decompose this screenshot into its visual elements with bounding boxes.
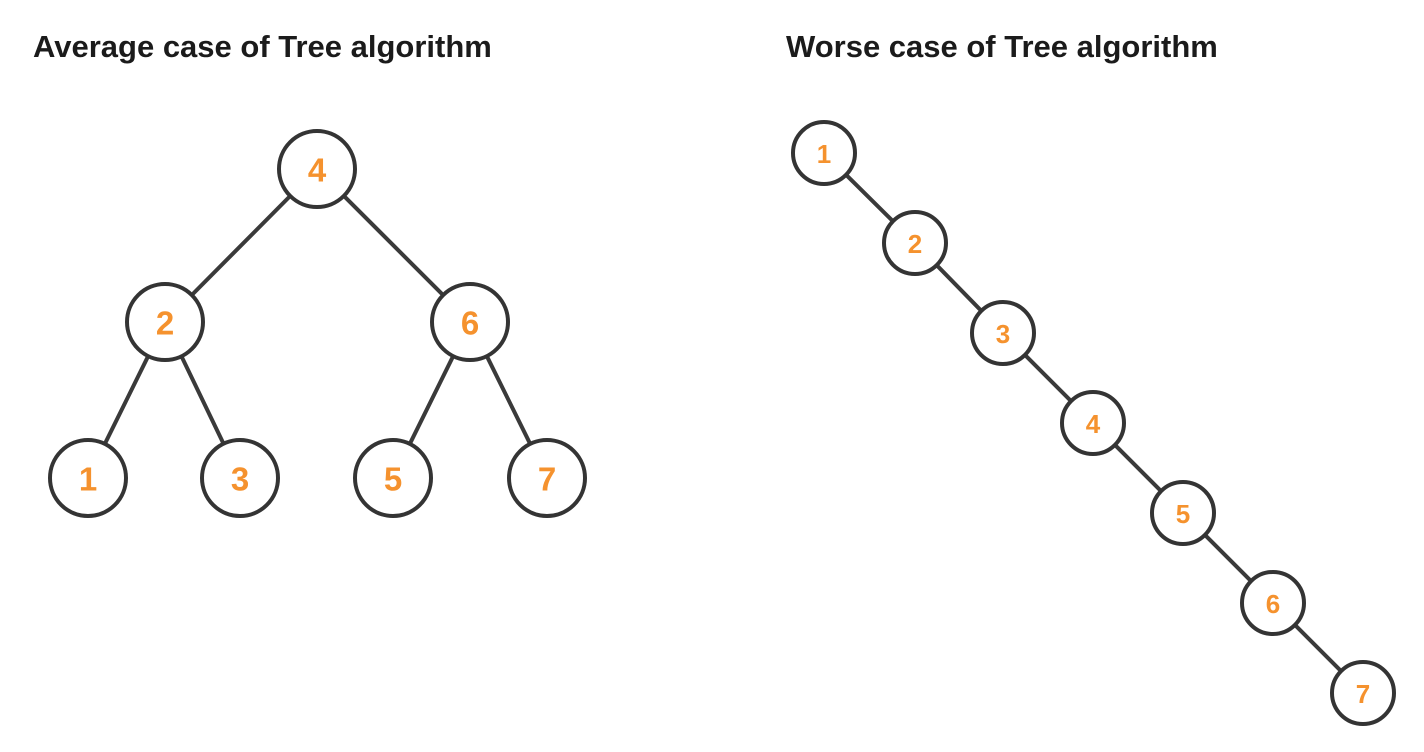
tree-edge-worst-2-3	[933, 262, 985, 314]
node-circle-worst-2	[882, 210, 948, 276]
tree-edge-worst-3-4	[1022, 352, 1074, 404]
node-label-worst-4: 4	[1086, 409, 1101, 439]
node-circle-worst-5	[1150, 480, 1216, 546]
nodes-layer: 4 2 6 1 3 5 7 1 2 3 4 5 6 7	[48, 120, 1396, 726]
tree-node-average-4[interactable]: 4	[277, 129, 357, 209]
node-label-worst-2: 2	[908, 229, 922, 259]
tree-node-average-7[interactable]: 7	[507, 438, 587, 518]
tree-node-worst-7[interactable]: 7	[1330, 660, 1396, 726]
tree-node-worst-2[interactable]: 2	[882, 210, 948, 276]
tree-node-average-2[interactable]: 2	[125, 282, 205, 362]
tree-edge-average-2-1	[102, 353, 151, 447]
panel-average-case: Average case of Tree algorithm	[33, 29, 492, 64]
tree-edge-average-6-5	[407, 353, 456, 447]
node-circle-worst-1	[791, 120, 857, 186]
node-label-average-2: 2	[156, 305, 174, 342]
node-circle-average-4	[277, 129, 357, 209]
node-label-average-5: 5	[384, 461, 402, 498]
tree-edge-average-2-3	[179, 353, 226, 447]
node-label-average-7: 7	[538, 461, 556, 498]
node-circle-average-5	[353, 438, 433, 518]
node-label-worst-1: 1	[817, 139, 831, 169]
tree-node-worst-6[interactable]: 6	[1240, 570, 1306, 636]
node-circle-worst-3	[970, 300, 1036, 366]
tree-edge-average-6-7	[484, 353, 533, 447]
tree-edge-average-4-2	[189, 193, 293, 298]
node-circle-average-7	[507, 438, 587, 518]
node-label-worst-7: 7	[1356, 679, 1370, 709]
tree-node-worst-1[interactable]: 1	[791, 120, 857, 186]
node-circle-worst-4	[1060, 390, 1126, 456]
tree-edge-worst-1-2	[843, 172, 896, 224]
node-circle-worst-6	[1240, 570, 1306, 636]
tree-node-worst-4[interactable]: 4	[1060, 390, 1126, 456]
node-label-worst-6: 6	[1266, 589, 1280, 619]
node-circle-average-3	[200, 438, 280, 518]
node-circle-worst-7	[1330, 660, 1396, 726]
tree-edge-worst-6-7	[1292, 622, 1344, 674]
panel-title-worst-case: Worse case of Tree algorithm	[786, 29, 1218, 64]
tree-node-average-5[interactable]: 5	[353, 438, 433, 518]
node-label-worst-3: 3	[996, 319, 1010, 349]
node-circle-average-2	[125, 282, 205, 362]
tree-node-average-6[interactable]: 6	[430, 282, 510, 362]
node-label-average-6: 6	[461, 305, 479, 342]
tree-edge-worst-5-6	[1202, 532, 1254, 584]
tree-node-average-3[interactable]: 3	[200, 438, 280, 518]
panel-title-average-case: Average case of Tree algorithm	[33, 29, 492, 64]
node-label-worst-5: 5	[1176, 499, 1190, 529]
tree-edge-average-4-6	[341, 193, 446, 298]
node-label-average-1: 1	[79, 461, 97, 498]
tree-node-average-1[interactable]: 1	[48, 438, 128, 518]
tree-node-worst-3[interactable]: 3	[970, 300, 1036, 366]
tree-edge-worst-4-5	[1112, 442, 1164, 494]
node-circle-average-6	[430, 282, 510, 362]
panel-worst-case: Worse case of Tree algorithm	[740, 0, 1424, 752]
node-circle-average-1	[48, 438, 128, 518]
node-label-average-3: 3	[231, 461, 249, 498]
tree-node-worst-5[interactable]: 5	[1150, 480, 1216, 546]
edges-layer	[102, 172, 1344, 674]
node-label-average-4: 4	[308, 152, 327, 189]
